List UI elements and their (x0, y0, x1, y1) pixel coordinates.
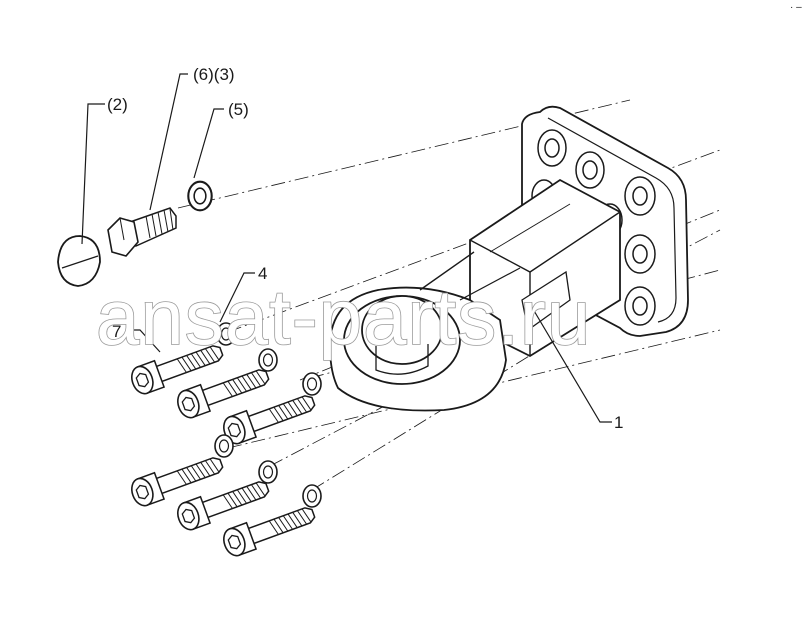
leader-lines (81, 73, 612, 423)
hex-bolt (107, 207, 177, 257)
callout-part-1: 1 (614, 413, 623, 432)
callout-part-7: 7 (112, 322, 121, 341)
callout-part-5: (5) (228, 100, 249, 119)
towing-eye-bracket (329, 105, 689, 412)
callout-part-4: 4 (258, 264, 267, 283)
callout-part-6-3: (6)(3) (193, 65, 235, 84)
watermark: ansat-parts.ru (96, 273, 591, 361)
washer-5 (187, 180, 213, 212)
dome-cap (57, 235, 101, 287)
corner-mark: · – (790, 2, 802, 13)
callout-part-2: (2) (107, 95, 128, 114)
